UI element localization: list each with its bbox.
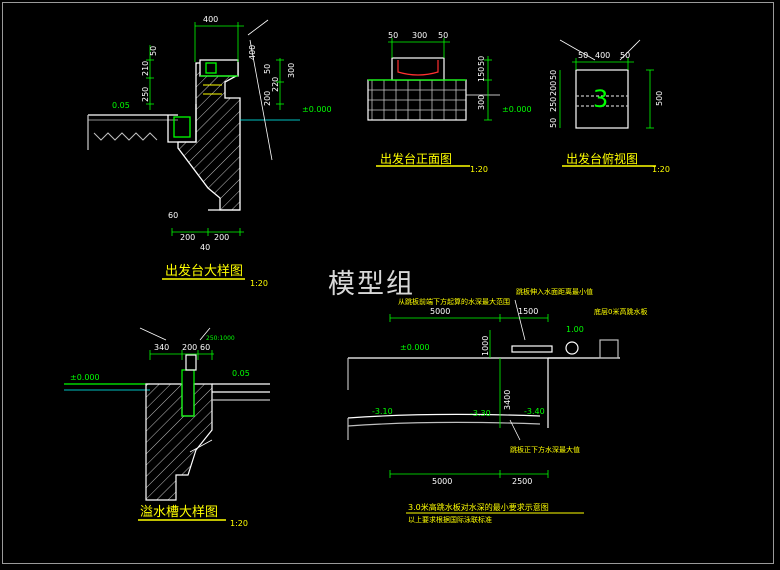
diving-board [511, 345, 553, 353]
front-dim-right-3: 300 [477, 95, 486, 110]
level-right: ±0.000 [302, 105, 332, 114]
depth-note-bottom: 跳板正下方水深最大值 [510, 445, 580, 454]
platform-plan-labels: 50 400 50 50 200 250 50 500 3 出发台俯视图 1:2… [549, 51, 670, 174]
dim-right-1: 400 [248, 45, 257, 60]
gutter-wall [145, 383, 213, 501]
platform-detail-labels: 400 50 210 250 400 300 50 220 200 60 200… [112, 15, 332, 288]
dim-right-4: 220 [271, 77, 280, 92]
plan-number: 3 [593, 85, 608, 113]
dim-top-1: 400 [203, 15, 218, 24]
front-level: ±0.000 [502, 105, 532, 114]
depth-note-top: 跳板伸入水面距离最小值 [516, 287, 593, 296]
depth-level-board: 1.00 [566, 325, 584, 334]
front-platform-grip [397, 60, 439, 76]
dim-bottom-1: 60 [168, 211, 178, 220]
front-dim-top-2: 300 [412, 31, 427, 40]
depth-dim-v2: 3400 [503, 390, 512, 410]
plan-dim-top-3: 50 [620, 51, 630, 60]
depth-dim-top-2: 1500 [518, 307, 538, 316]
dim-bottom-4: 40 [200, 243, 210, 252]
gutter-dim-1: 340 [154, 343, 169, 352]
depth-value-2: -3.30 [470, 409, 491, 418]
plan-dim-left-1: 50 [549, 70, 558, 80]
plan-dim-top-1: 50 [578, 51, 588, 60]
dim-left-2: 210 [141, 61, 150, 76]
depth-note-left: 从跳板前端下方起算的水深最大范围 [398, 297, 510, 306]
dim-right-2: 300 [287, 63, 296, 78]
gutter-dim-2: 200 [182, 343, 197, 352]
platform-front-title: 出发台正面图 [380, 151, 452, 166]
front-platform-body [391, 57, 445, 81]
platform-front-labels: 50 300 50 50 150 300 ±0.000 出发台正面图 1:20 [380, 31, 532, 174]
depth-level-water: ±0.000 [400, 343, 430, 352]
depth-diagram-subtitle: 以上要求根据国际泳联标准 [408, 515, 492, 524]
drawing-border [2, 2, 774, 564]
depth-diagram-title: 3.0米高跳水板对水深的最小要求示意图 [408, 502, 549, 512]
dim-right-3: 50 [263, 64, 272, 74]
platform-detail-scale: 1:20 [250, 279, 268, 288]
platform-plan-scale: 1:20 [652, 165, 670, 174]
depth-dim-v1: 1000 [481, 336, 490, 356]
plan-dim-left-2: 200 [549, 81, 558, 96]
platform-detail-title: 出发台大样图 [165, 263, 243, 279]
front-dim-right-2: 150 [477, 67, 486, 82]
depth-value-3: -3.40 [524, 407, 545, 416]
front-base-grid [367, 79, 467, 121]
plan-dim-right: 500 [655, 91, 664, 106]
dim-bottom-3: 200 [214, 233, 229, 242]
dim-left-3: 250 [141, 87, 150, 102]
depth-value-1: -3.10 [372, 407, 393, 416]
platform-plan-title: 出发台俯视图 [566, 151, 638, 166]
dim-bottom-2: 200 [180, 233, 195, 242]
depth-dim-bottom-1: 5000 [432, 477, 452, 486]
front-dim-right-1: 50 [477, 56, 486, 66]
platform-front-scale: 1:20 [470, 165, 488, 174]
depth-note-right: 底层0米高跳水板 [594, 307, 647, 316]
front-dim-top-1: 50 [388, 31, 398, 40]
overflow-gutter-labels: 340 200 60 250:1000 ±0.000 0.05 溢水槽大样图 1… [70, 335, 250, 528]
plan-dim-top-2: 400 [595, 51, 610, 60]
depth-dim-bottom-2: 2500 [512, 477, 532, 486]
platform-detail-drawing [87, 19, 300, 236]
gutter-level-right: 0.05 [232, 369, 250, 378]
earth-hatch [93, 132, 158, 141]
depth-dim-top-1: 5000 [430, 307, 450, 316]
gutter-dim-note: 250:1000 [206, 335, 235, 342]
overflow-gutter-drawing [64, 327, 270, 501]
plan-dim-left-4: 50 [549, 118, 558, 128]
plan-dim-left-3: 250 [549, 97, 558, 112]
dim-left-1: 50 [149, 46, 158, 56]
level-left: 0.05 [112, 101, 130, 110]
overflow-gutter-scale: 1:20 [230, 519, 248, 528]
gutter-level-left: ±0.000 [70, 373, 100, 382]
overflow-gutter-title: 溢水槽大样图 [140, 505, 218, 520]
front-dim-top-3: 50 [438, 31, 448, 40]
plan-outline [575, 69, 629, 129]
watermark: 模型组 [328, 269, 415, 300]
gutter-dim-3: 60 [200, 343, 210, 352]
platform-plan-drawing [559, 39, 654, 129]
depth-diagram-drawing [347, 299, 620, 478]
dim-right-5: 200 [263, 91, 272, 106]
depth-diagram-labels: 跳板伸入水面距离最小值 从跳板前端下方起算的水深最大范围 底层0米高跳水板 跳板… [372, 287, 647, 524]
platform-front-drawing [367, 38, 500, 121]
